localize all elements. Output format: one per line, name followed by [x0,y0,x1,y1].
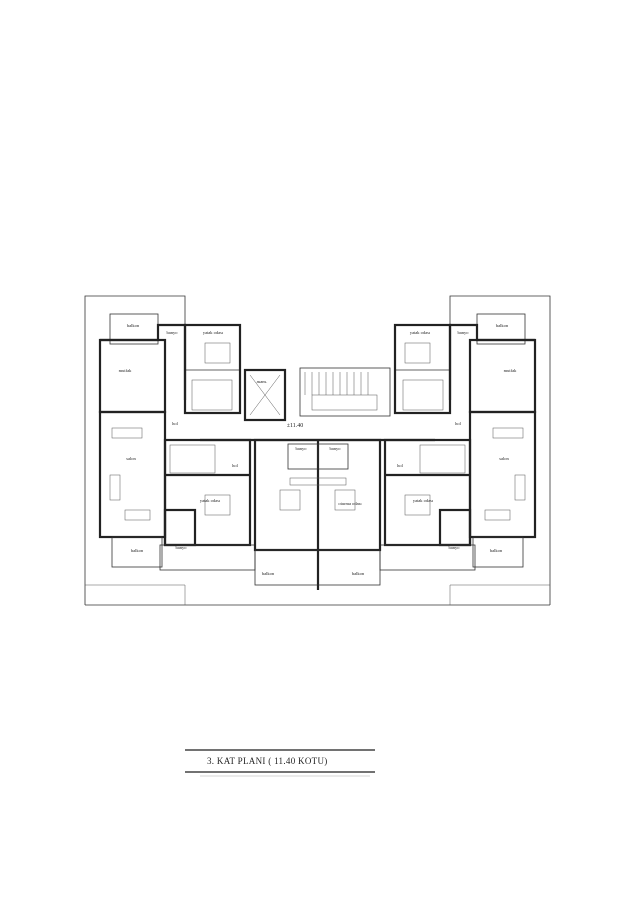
label-balkon-sw: balkon [131,548,144,553]
label-salon-w: salon [126,456,136,461]
label-hol-se: hol [397,463,404,468]
label-banyo-se: banyo [449,545,461,550]
label-hol-sw: hol [232,463,239,468]
label-salon-e: salon [499,456,509,461]
label-balkon-se: balkon [490,548,503,553]
label-asansor: asans. [257,379,268,384]
label-hol-nw: hol [172,421,179,426]
label-yatak-sw: yatak odası [200,498,221,503]
room-labels: balkon banyo yatak odası mutfak salon ho… [119,323,517,576]
label-yatak-nw: yatak odası [203,330,224,335]
label-balkon-ne: balkon [496,323,509,328]
label-yatak-ne: yatak odası [410,330,431,335]
label-balkon-nw: balkon [127,323,140,328]
label-banyo-ne: banyo [458,330,470,335]
label-banyo-c2: banyo [330,446,342,451]
left-unit-walls [98,313,256,571]
label-yatak-se: yatak odası [413,498,434,503]
label-hol-ne: hol [455,421,462,426]
site-outline [84,295,551,606]
label-balkon-c2: balkon [352,571,365,576]
title-block: 3. KAT PLANI ( 11.40 KOTU) [185,749,375,777]
stair-treads [169,372,466,474]
label-oturma: oturma odası [338,501,362,506]
label-mutfak-e: mutfak [504,368,517,373]
label-mutfak-w: mutfak [119,368,132,373]
label-banyo-nw: banyo [167,330,179,335]
plan-title: 3. KAT PLANI ( 11.40 KOTU) [207,756,328,766]
level-mark: ±11.40 [287,423,304,429]
right-unit-walls [379,313,537,571]
core [169,367,466,590]
label-balkon-c1: balkon [262,571,275,576]
label-banyo-c1: banyo [296,446,308,451]
furniture [109,342,526,521]
label-banyo-sw: banyo [176,545,188,550]
